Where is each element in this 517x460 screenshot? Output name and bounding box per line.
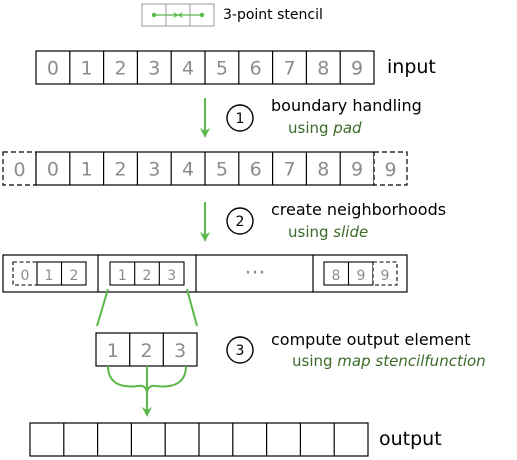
input-cell-value: 2: [114, 58, 126, 80]
zoomed-neighborhood: 1 2 3: [95, 332, 198, 367]
neighborhood-second: 1 2 3: [109, 261, 185, 286]
combine-left-curve: [107, 365, 148, 395]
output-label: output: [379, 428, 442, 450]
padded-cell-value: 6: [250, 159, 262, 181]
neighborhood-cell: 8: [332, 268, 341, 284]
right-pad-value: 9: [384, 159, 396, 181]
padded-cell-value: 0: [47, 159, 59, 181]
zoom-cell: 3: [174, 340, 186, 362]
step-1-circle: [226, 104, 254, 132]
left-pad-cell: [2, 151, 37, 186]
padded-cell-value: 2: [114, 159, 126, 181]
input-cell-value: 0: [47, 58, 59, 80]
neighborhood-first: 0 1 2: [12, 261, 87, 286]
neighborhood-cell: 3: [167, 268, 176, 284]
step-2-circle: [226, 207, 254, 235]
step-2-number: 2: [236, 214, 245, 230]
left-pad-value: 0: [13, 159, 25, 181]
step-3-title: compute output element: [271, 330, 471, 349]
neighborhood-cell: 2: [70, 268, 79, 284]
step-2-subtitle: using slide: [288, 223, 368, 241]
step-1-subtitle: using pad: [288, 119, 362, 137]
step-3-number: 3: [236, 343, 245, 359]
input-cell-value: 4: [182, 58, 194, 80]
step-1-title: boundary handling: [271, 96, 422, 115]
step-3-circle: [226, 336, 254, 364]
input-cell-value: 3: [148, 58, 160, 80]
input-label: input: [387, 56, 436, 78]
input-cell-value: 8: [317, 58, 329, 80]
output-array: output: [29, 422, 442, 457]
input-cell-value: 1: [81, 58, 93, 80]
step-2-title: create neighborhoods: [271, 200, 446, 219]
input-cell-value: 6: [250, 58, 262, 80]
input-cell-value: 5: [216, 58, 228, 80]
stencil-legend-label: 3-point stencil: [223, 7, 323, 23]
neighborhood-cell: 1: [45, 268, 54, 284]
right-pad-cell: [373, 151, 408, 186]
neighborhood-cell: 2: [143, 268, 152, 284]
neighborhood-last-pad: 9: [381, 268, 390, 284]
combine-right-curve: [146, 365, 187, 395]
padded-cell-value: 7: [283, 159, 295, 181]
step-1-number: 1: [236, 111, 245, 127]
input-cell-value: 7: [283, 58, 295, 80]
padded-cell-value: 5: [216, 159, 228, 181]
neighborhood-cell: 9: [357, 268, 366, 284]
neighborhoods-array: 0 1 2 1 2 3 ··· 8 9 9: [2, 254, 408, 293]
neighborhood-cell: 1: [118, 268, 127, 284]
zoom-line-right: [186, 288, 198, 327]
neighborhood-first-pad: 0: [21, 268, 30, 284]
padded-cell-value: 3: [148, 159, 160, 181]
stencil-legend: 3-point stencil: [141, 3, 323, 27]
neighborhood-ellipsis: ···: [245, 261, 266, 286]
input-cell-value: 9: [351, 58, 363, 80]
zoom-line-left: [96, 288, 109, 327]
combine-arrow: [107, 365, 187, 417]
zoom-cell: 2: [140, 340, 152, 362]
padded-cell-value: 4: [182, 159, 194, 181]
neighborhood-last: 8 9 9: [323, 261, 398, 286]
zoom-cell: 1: [107, 340, 119, 362]
padded-cell-value: 8: [317, 159, 329, 181]
padded-cell-value: 1: [81, 159, 93, 181]
step-3-subtitle: using map stencilfunction: [292, 352, 486, 370]
padded-cell-value: 9: [351, 159, 363, 181]
